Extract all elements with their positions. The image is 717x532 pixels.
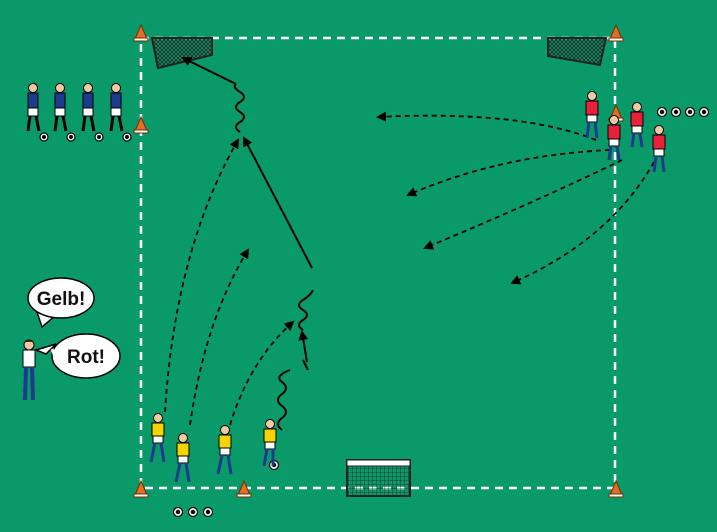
player-yellow-2	[174, 433, 191, 483]
player-red-4	[652, 125, 666, 173]
shot-line-b	[181, 57, 237, 85]
ball-bottom-2	[187, 506, 199, 518]
ball-right-3	[684, 106, 696, 118]
cone-bottom-right	[608, 479, 624, 498]
pass-2	[243, 136, 313, 269]
cone-top-right	[608, 23, 624, 42]
cone-bottom-left	[133, 479, 149, 498]
goal-bottom-center	[346, 459, 411, 497]
balls	[39, 106, 710, 518]
ball-bottom-3	[202, 506, 214, 518]
goal-top-right	[547, 37, 608, 67]
ball-left-4	[122, 132, 132, 142]
player-yellow-3	[216, 425, 233, 475]
cone-bottom-mid	[236, 479, 252, 498]
ball-right-1	[656, 106, 668, 118]
player-red-1	[585, 91, 599, 139]
goal-top-left	[150, 37, 213, 70]
player-red-3	[630, 102, 644, 148]
coach	[22, 339, 36, 401]
run-red-4	[510, 161, 655, 285]
ball-left-3	[94, 132, 104, 142]
dribble-2	[298, 289, 314, 331]
dribble-and-pass	[181, 57, 314, 431]
run-yellow-2	[189, 248, 250, 426]
player-left-3	[81, 83, 96, 132]
callout-yellow-text: Gelb!	[37, 289, 86, 310]
player-red-2	[607, 115, 621, 161]
yellow-team	[149, 413, 277, 483]
run-yellow-3	[229, 320, 295, 426]
run-yellow-1	[164, 138, 239, 413]
red-team-runs	[376, 111, 655, 285]
speech-bubble-red: Rot!	[33, 333, 121, 379]
callout-red-text: Rot!	[67, 347, 105, 368]
player-left-4	[109, 83, 124, 132]
cone-top-left	[133, 23, 149, 42]
ball-right-4	[698, 106, 710, 118]
player-left-2	[53, 83, 68, 132]
ball-left-1	[39, 132, 49, 142]
cone-left-queue	[133, 115, 149, 134]
pass-1	[302, 359, 309, 371]
run-red-2	[406, 149, 611, 197]
dribble-1	[277, 369, 291, 431]
run-red-3	[423, 159, 623, 250]
ball-left-2	[66, 132, 76, 142]
player-yellow-4	[262, 419, 277, 467]
player-left-1	[26, 82, 41, 132]
player-yellow-1	[149, 413, 166, 463]
left-queue	[26, 82, 124, 132]
run-red-1	[376, 111, 597, 141]
ball-right-2	[670, 106, 682, 118]
speech-bubble-yellow: Gelb!	[27, 277, 95, 329]
shot-line-a	[298, 330, 309, 363]
red-team	[585, 91, 666, 173]
dribble-3	[233, 83, 245, 133]
cones	[133, 23, 624, 498]
ball-bottom-1	[172, 506, 184, 518]
yellow-team-runs	[164, 138, 295, 426]
